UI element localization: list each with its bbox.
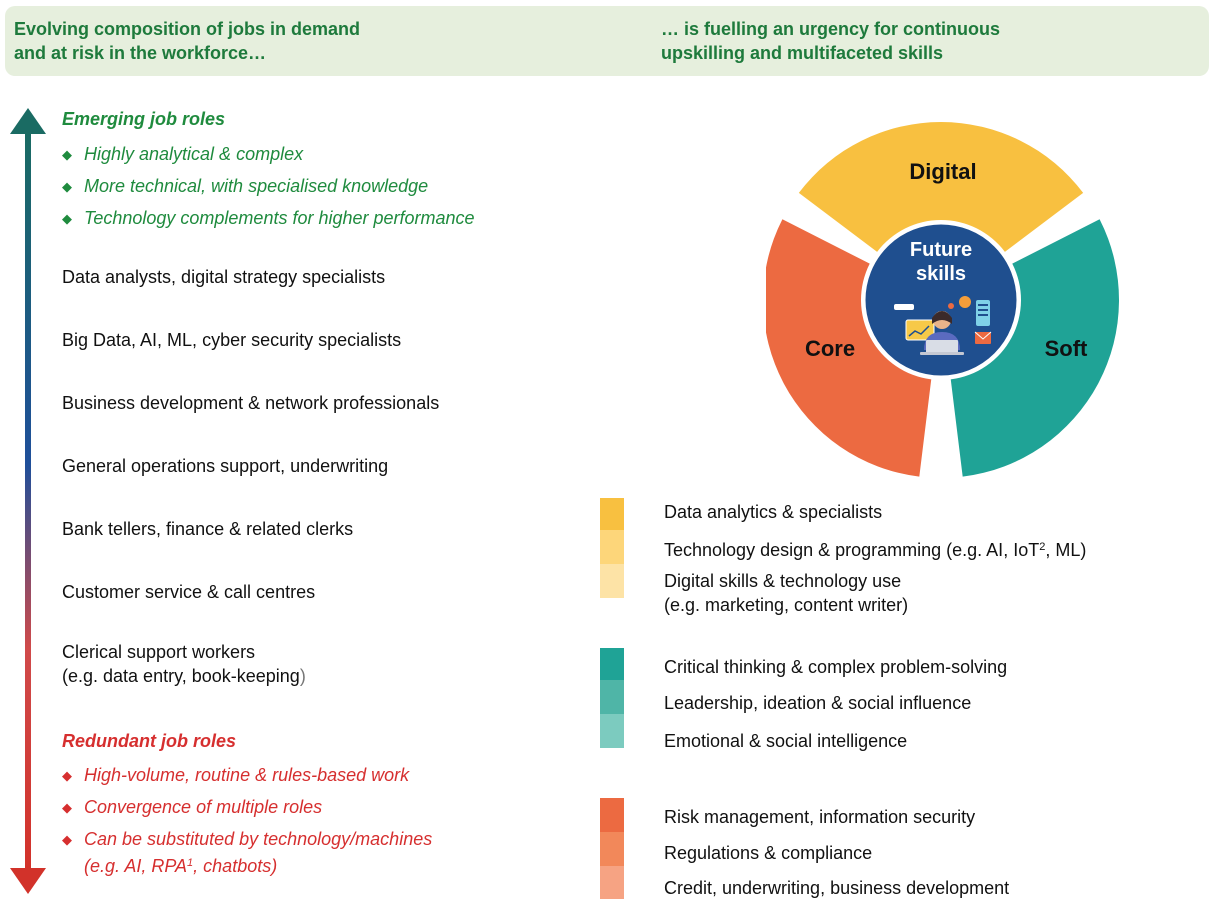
- redundant-bullet-1: ◆High-volume, routine & rules-based work: [62, 765, 410, 785]
- core-segment-label: Core: [805, 336, 855, 361]
- digital-skill-technology-use-examples: (e.g. marketing, content writer): [664, 595, 909, 615]
- digital-skill-data-analytics: Data analytics & specialists: [664, 502, 883, 522]
- soft-skill-leadership: Leadership, ideation & social influence: [664, 693, 972, 713]
- emerging-roles-heading: Emerging job roles: [62, 109, 226, 129]
- soft-segment-label: Soft: [1045, 336, 1088, 361]
- soft-swatch-1: [600, 648, 624, 680]
- core-skill-risk-management: Risk management, information security: [664, 807, 976, 827]
- redundant-bullet-3-continuation: (e.g. AI, RPA1, chatbots): [84, 856, 278, 876]
- digital-swatch-1: [600, 498, 624, 530]
- job-role-data-analysts: Data analysts, digital strategy speciali…: [62, 267, 386, 287]
- digital-swatch-2: [600, 530, 624, 564]
- soft-swatch-3: [600, 714, 624, 748]
- core-swatch-2: [600, 832, 624, 866]
- redundant-bullet-3: ◆Can be substituted by technology/machin…: [62, 829, 433, 849]
- core-segment: [766, 219, 932, 477]
- soft-segment: [950, 219, 1119, 477]
- job-role-clerical-support: Clerical support workers: [62, 642, 256, 662]
- header-banner: [5, 6, 1209, 76]
- soft-skill-emotional-intelligence: Emotional & social intelligence: [664, 731, 908, 751]
- arrow-shaft: [25, 132, 31, 870]
- core-swatch-3: [600, 866, 624, 899]
- arrow-head-down: [10, 868, 46, 894]
- job-role-clerical-example: (e.g. data entry, book-keeping): [62, 666, 306, 686]
- job-role-business-development: Business development & network professio…: [62, 393, 440, 413]
- soft-skill-critical-thinking: Critical thinking & complex problem-solv…: [664, 657, 1008, 677]
- left-header-title: Evolving composition of jobs in demand a…: [14, 19, 361, 63]
- job-role-customer-service: Customer service & call centres: [62, 582, 316, 602]
- emerging-bullet-2: ◆More technical, with specialised knowle…: [62, 176, 429, 196]
- digital-segment-label: Digital: [909, 159, 976, 184]
- emerging-bullet-1: ◆Highly analytical & complex: [62, 144, 304, 164]
- digital-skill-technology-use: Digital skills & technology use: [664, 571, 902, 591]
- arrow-head-up: [10, 108, 46, 134]
- soft-swatch-2: [600, 680, 624, 714]
- job-role-general-operations: General operations support, underwriting: [62, 456, 389, 476]
- emerging-bullet-3: ◆Technology complements for higher perfo…: [62, 208, 475, 228]
- core-swatch-1: [600, 798, 624, 832]
- person-at-laptop-icon: [894, 296, 992, 355]
- redundant-roles-heading: Redundant job roles: [62, 731, 237, 751]
- redundant-bullet-2: ◆Convergence of multiple roles: [62, 797, 323, 817]
- center-label-line1: Future: [910, 239, 972, 261]
- core-skill-regulations: Regulations & compliance: [664, 843, 873, 863]
- digital-skill-technology-design: Technology design & programming (e.g. AI…: [664, 540, 1087, 560]
- demand-to-risk-arrow: [10, 108, 46, 894]
- digital-segment: [798, 121, 1084, 252]
- right-header-title: … is fuelling an urgency for continuous …: [661, 19, 1001, 63]
- job-role-bank-tellers: Bank tellers, finance & related clerks: [62, 519, 354, 539]
- center-label-line2: skills: [916, 263, 966, 285]
- future-skills-wheel: Future skills Digital Soft Core: [766, 121, 1119, 477]
- job-role-big-data: Big Data, AI, ML, cyber security special…: [62, 330, 402, 350]
- core-skill-credit-underwriting: Credit, underwriting, business developme…: [664, 878, 1010, 898]
- digital-swatch-3: [600, 564, 624, 598]
